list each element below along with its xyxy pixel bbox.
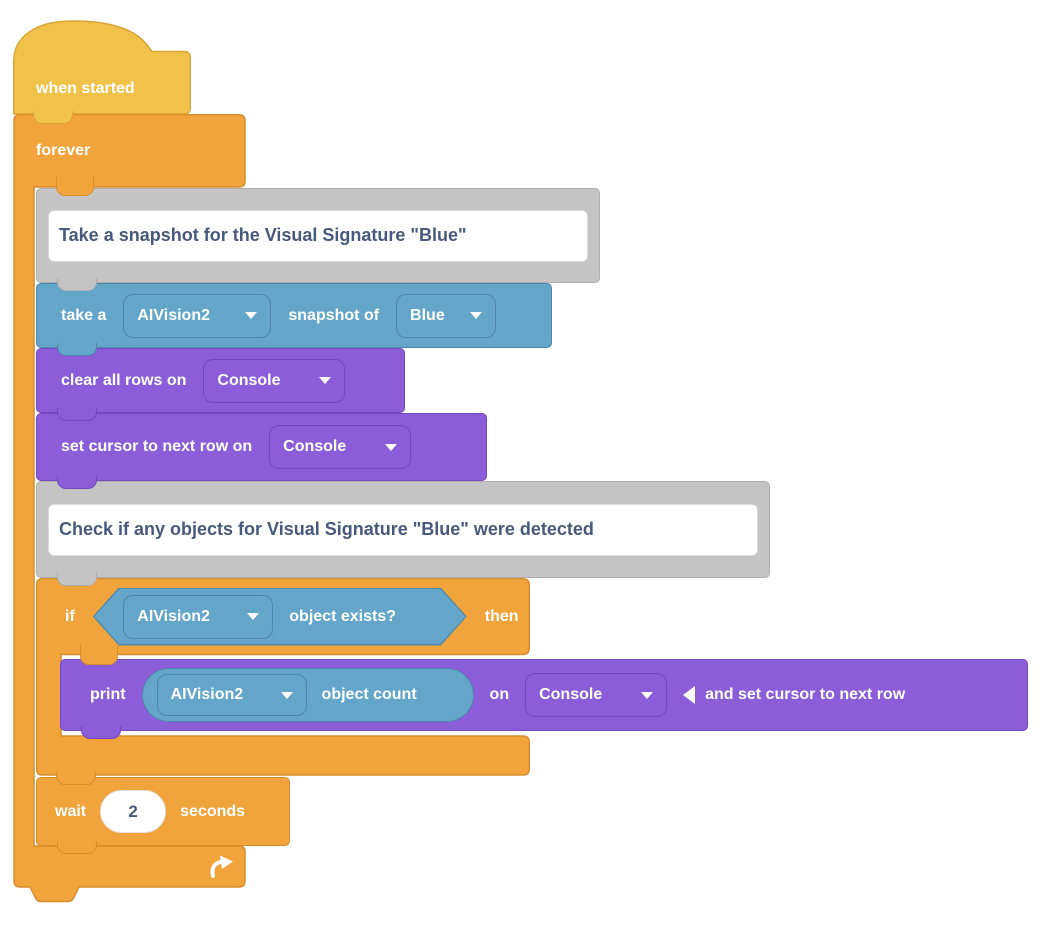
chevron-down-icon: [280, 691, 293, 699]
print-on-label: on: [489, 686, 510, 703]
chevron-down-icon: [247, 613, 259, 620]
block-notch: [57, 476, 97, 489]
block-notch: [57, 278, 97, 291]
dropdown-value: Blue: [410, 306, 445, 324]
dropdown-value: Console: [539, 686, 603, 703]
comment-check-objects[interactable]: Check if any objects for Visual Signatur…: [36, 481, 770, 586]
set-cursor-label: set cursor to next row on: [61, 438, 253, 455]
dropdown-camera[interactable]: AIVision2: [123, 595, 273, 639]
seconds-label: seconds: [180, 802, 246, 820]
take-snapshot-label-middle: snapshot of: [288, 306, 380, 324]
clear-rows-label: clear all rows on: [61, 371, 187, 389]
block-notch: [57, 573, 97, 586]
collapse-arrow-icon[interactable]: [683, 686, 696, 704]
chevron-down-icon: [319, 377, 332, 384]
comment-take-snapshot[interactable]: Take a snapshot for the Visual Signature…: [36, 188, 600, 291]
dropdown-camera[interactable]: AIVision2: [156, 674, 307, 716]
print-tail-label: and set cursor to next row: [705, 686, 906, 703]
wait-label: wait: [55, 802, 87, 820]
block-clear-rows[interactable]: clear all rows on Console: [36, 348, 405, 421]
dropdown-console[interactable]: Console: [203, 358, 346, 403]
chevron-down-icon: [245, 312, 258, 319]
dropdown-value: AIVision2: [170, 686, 244, 703]
when-started-label: when started: [36, 80, 135, 97]
hat-block-shape: [13, 20, 191, 115]
block-take-snapshot[interactable]: take a AIVision2 snapshot of Blue: [36, 283, 552, 356]
chevron-down-icon: [470, 312, 483, 319]
dropdown-console[interactable]: Console: [269, 425, 412, 469]
reporter-object-count[interactable]: AIVision2 object count: [141, 668, 474, 722]
wait-seconds-value: 2: [128, 801, 138, 821]
block-notch: [33, 111, 73, 124]
if-label: if: [65, 607, 75, 625]
block-set-cursor[interactable]: set cursor to next row on Console: [36, 413, 487, 489]
block-forever[interactable]: forever: [13, 114, 246, 904]
comment-text[interactable]: Check if any objects for Visual Signatur…: [48, 503, 758, 556]
chevron-down-icon: [641, 691, 654, 699]
dropdown-value: AIVision2: [137, 607, 210, 625]
dropdown-signature[interactable]: Blue: [396, 293, 497, 338]
block-if-then[interactable]: if AIVision2 object exists? then: [36, 578, 530, 785]
object-count-label: object count: [321, 686, 417, 703]
forever-block-shape: [13, 114, 246, 903]
loop-arrow-icon: [210, 855, 233, 878]
block-notch: [80, 645, 118, 665]
then-label: then: [484, 607, 519, 625]
chevron-down-icon: [385, 443, 398, 451]
condition-object-exists[interactable]: AIVision2 object exists?: [93, 588, 467, 646]
print-label: print: [90, 686, 126, 703]
forever-label: forever: [36, 141, 91, 159]
object-exists-label: object exists?: [289, 607, 396, 625]
dropdown-value: Console: [283, 438, 347, 455]
block-notch: [56, 177, 94, 196]
dropdown-camera[interactable]: AIVision2: [123, 293, 272, 338]
comment-text[interactable]: Take a snapshot for the Visual Signature…: [48, 209, 588, 262]
block-notch: [57, 343, 97, 356]
block-notch: [57, 408, 97, 421]
take-snapshot-label-start: take a: [61, 306, 107, 324]
block-notch: [57, 841, 97, 854]
input-wait-seconds[interactable]: 2: [100, 790, 167, 833]
block-when-started[interactable]: when started: [13, 20, 191, 124]
dropdown-console[interactable]: Console: [525, 673, 668, 717]
block-wait[interactable]: wait 2 seconds: [36, 777, 290, 854]
dropdown-value: Console: [217, 371, 281, 389]
block-notch: [56, 772, 96, 785]
block-print[interactable]: print AIVision2 object count on Console …: [60, 659, 1028, 739]
dropdown-value: AIVision2: [137, 306, 210, 324]
block-notch: [81, 726, 121, 739]
